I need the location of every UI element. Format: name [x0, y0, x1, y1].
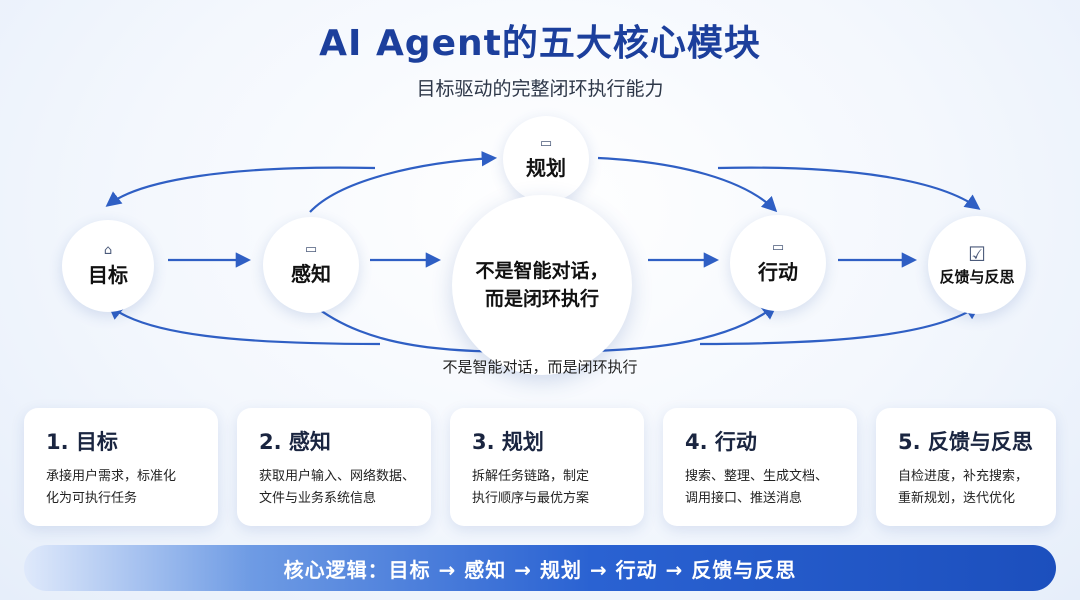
node-perception-label: 感知	[291, 262, 331, 286]
card-desc-line2: 调用接口、推送消息	[685, 491, 803, 506]
card-desc-line1: 搜索、整理、生成文档、	[685, 469, 829, 484]
card-planning: 3. 规划 拆解任务链路，制定 执行顺序与最优方案	[450, 408, 644, 526]
card-title: 1. 目标	[46, 430, 118, 454]
node-planning: ▭ 规划	[503, 116, 589, 202]
card-desc-line1: 获取用户输入、网络数据、	[259, 469, 416, 484]
arc-planning-to-action	[597, 156, 778, 213]
card-title: 3. 规划	[472, 430, 544, 454]
arc-perception-to-planning	[309, 150, 498, 213]
folder-icon: ▭	[771, 240, 785, 255]
node-action-label: 行动	[758, 260, 798, 284]
node-feedback-label: 反馈与反思	[939, 267, 1015, 286]
node-goal-label: 目标	[88, 263, 128, 287]
card-desc-line1: 自检进度，补充搜索，	[898, 469, 1029, 484]
module-cards: 1. 目标 承接用户需求，标准化 化为可执行任务 2. 感知 获取用户输入、网络…	[24, 408, 1056, 526]
card-desc-line2: 执行顺序与最优方案	[472, 491, 590, 506]
card-desc-line1: 拆解任务链路，制定	[472, 469, 590, 484]
page-subtitle: 目标驱动的完整闭环执行能力	[416, 78, 664, 100]
core-logic-bar: 核心逻辑：目标 → 感知 → 规划 → 行动 → 反馈与反思	[24, 545, 1056, 591]
arc-top-right-to-feedback	[717, 166, 981, 210]
card-desc-line1: 承接用户需求，标准化	[46, 469, 177, 484]
card-desc-line2: 文件与业务系统信息	[259, 491, 377, 506]
center-line-2: 而是闭环执行	[484, 288, 599, 310]
card-action: 4. 行动 搜索、整理、生成文档、 调用接口、推送消息	[663, 408, 857, 526]
page-title: AI Agent的五大核心模块	[319, 23, 761, 64]
node-perception: ▭ 感知	[263, 217, 359, 313]
node-goal: ⌂ 目标	[62, 220, 154, 312]
card-title: 2. 感知	[259, 430, 331, 454]
card-feedback: 5. 反馈与反思 自检进度，补充搜索， 重新规划，迭代优化	[876, 408, 1056, 526]
core-logic-text: 核心逻辑：目标 → 感知 → 规划 → 行动 → 反馈与反思	[283, 557, 797, 582]
card-desc-line2: 化为可执行任务	[46, 491, 138, 506]
card-title: 5. 反馈与反思	[898, 430, 1033, 454]
folder-icon: ▭	[539, 136, 553, 151]
folder-icon: ▭	[304, 242, 318, 257]
card-desc-line2: 重新规划，迭代优化	[898, 491, 1016, 506]
center-node: 不是智能对话， 而是闭环执行	[452, 195, 632, 375]
arc-bottom-to-feedback	[699, 304, 981, 346]
arc-planning-to-goal	[105, 166, 376, 207]
folder-icon: ⌂	[103, 243, 113, 258]
card-perception: 2. 感知 获取用户输入、网络数据、 文件与业务系统信息	[237, 408, 431, 526]
node-action: ▭ 行动	[730, 215, 826, 311]
node-feedback: ☑ 反馈与反思	[928, 216, 1026, 314]
center-line-1: 不是智能对话，	[475, 260, 609, 282]
flow-caption: 不是智能对话，而是闭环执行	[442, 358, 638, 376]
flow-arrows	[105, 150, 981, 354]
arc-bottom-to-goal	[107, 304, 381, 346]
checkbox-icon: ☑	[968, 241, 986, 266]
card-goal: 1. 目标 承接用户需求，标准化 化为可执行任务	[24, 408, 218, 526]
card-title: 4. 行动	[685, 430, 757, 454]
node-planning-label: 规划	[526, 156, 566, 180]
